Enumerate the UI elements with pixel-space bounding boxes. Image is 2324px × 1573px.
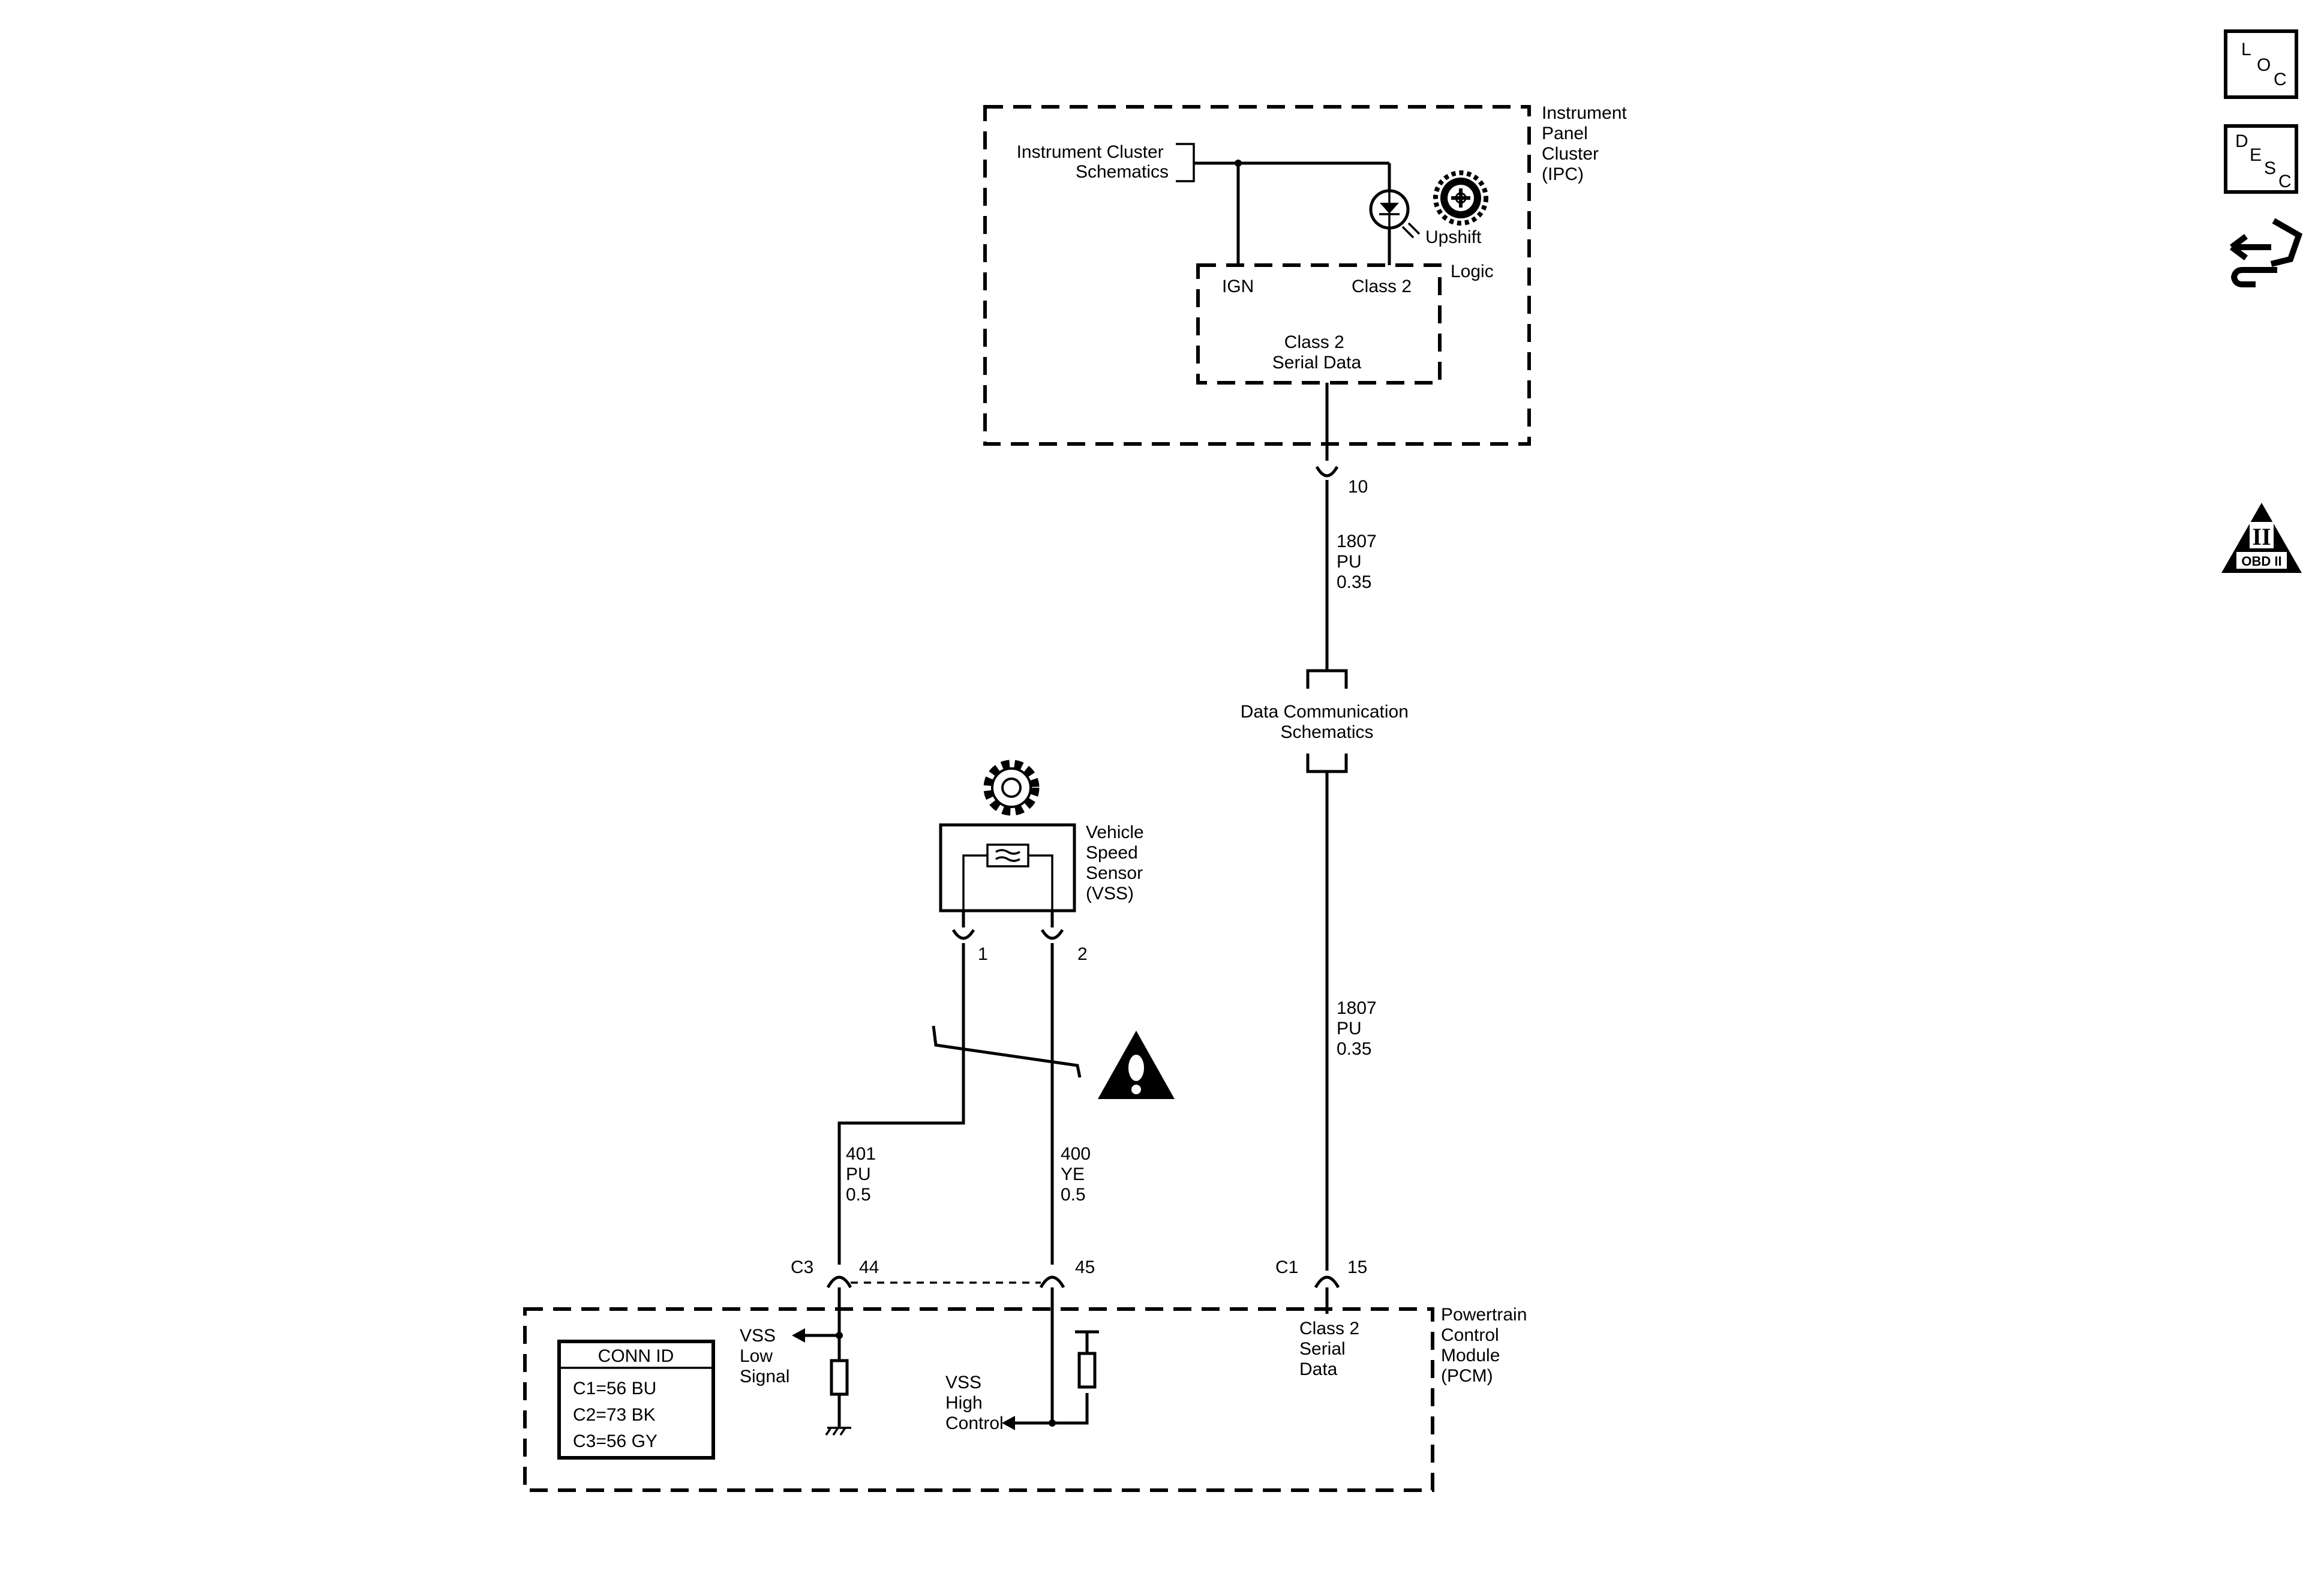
svg-text:C: C — [2274, 70, 2287, 89]
pin-15-connector — [1314, 1275, 1340, 1289]
vss-coil-icon — [995, 849, 1020, 862]
connector-repair-icon[interactable] — [2230, 218, 2303, 287]
vss-gear-icon — [983, 760, 1040, 816]
vss-high-arrow-icon — [1002, 1416, 1015, 1430]
svg-text:L: L — [2241, 40, 2251, 59]
desc-icon[interactable]: D E S C — [2224, 124, 2298, 194]
pcm-boundary — [523, 1307, 1434, 1492]
circuit-1807-bottom-label: 1807 PU 0.35 — [1337, 998, 1382, 1059]
conn-id-header: CONN ID — [598, 1346, 674, 1366]
vss-pin-2-connector — [1040, 929, 1064, 940]
vss-low-signal-label: VSS Low Signal — [740, 1326, 789, 1386]
circuit-1807-top-label: 1807 PU 0.35 — [1337, 532, 1382, 592]
schematics-ref-bracket — [1176, 143, 1195, 182]
svg-text:E: E — [2250, 145, 2262, 165]
c1-label: C1 — [1275, 1257, 1298, 1277]
class2-label: Class 2 — [1352, 277, 1412, 296]
vss-high-control-wire — [1014, 1393, 1089, 1425]
vss-element — [986, 843, 1029, 867]
data-comm-schematics-ref[interactable]: Data Communication Schematics — [1241, 702, 1413, 742]
ipc-boundary — [983, 105, 1531, 446]
circuit-400-label: 400 YE 0.5 — [1061, 1144, 1095, 1205]
pin-44-connector — [826, 1275, 852, 1289]
logic-label: Logic — [1451, 262, 1494, 281]
vss-body — [939, 823, 1076, 912]
data-comm-bracket-bottom — [1306, 754, 1348, 773]
pin-44-label: 44 — [859, 1257, 879, 1277]
vss-pin-1-connector — [951, 929, 975, 940]
vss-pin-stubs — [962, 911, 1054, 927]
svg-text:C: C — [2278, 172, 2292, 191]
conn-id-row: C1=56 BU — [573, 1379, 656, 1398]
pcm-title: Powertrain Control Module (PCM) — [1441, 1305, 1532, 1386]
pcm-class2-serial-label: Class 2 Serial Data — [1299, 1319, 1364, 1379]
svg-text:S: S — [2264, 158, 2276, 178]
class2-serial-data-label: Class 2 Serial Data — [1272, 332, 1362, 373]
vss-internal-wires — [962, 854, 1053, 911]
data-comm-bracket-top — [1306, 669, 1348, 689]
svg-text:D: D — [2235, 131, 2248, 151]
pin-15-label: 15 — [1347, 1257, 1367, 1277]
lamp-diode-bar — [1379, 191, 1400, 228]
ign-label: IGN — [1222, 277, 1254, 296]
loc-icon[interactable]: L O C — [2224, 29, 2298, 99]
pin-10-connector — [1315, 466, 1339, 478]
vss-title: Vehicle Speed Sensor (VSS) — [1086, 822, 1149, 903]
twisted-pair-symbol — [932, 1025, 1082, 1078]
conn-id-table: CONN ID C1=56 BU C2=73 BK C3=56 GY — [557, 1340, 715, 1460]
ipc-schematics-ref[interactable]: Instrument Cluster Schematics — [1017, 142, 1169, 182]
pcm-module: Powertrain Control Module (PCM) C3 44 45… — [523, 1257, 1532, 1492]
c3-label: C3 — [791, 1257, 813, 1277]
vss-sensor: Vehicle Speed Sensor (VSS) 1 2 — [939, 760, 1149, 964]
upshift-lamp — [1369, 189, 1421, 265]
vss-low-resistor — [830, 1359, 849, 1396]
vss-pin-2-label: 2 — [1077, 944, 1088, 964]
conn-id-row: C2=73 BK — [573, 1405, 656, 1425]
light-rays-icon — [1401, 222, 1421, 239]
conn-id-row: C3=56 GY — [573, 1431, 657, 1451]
svg-text:OBD II: OBD II — [2241, 554, 2281, 569]
caution-icon[interactable] — [1098, 1031, 1175, 1099]
pin-10-label: 10 — [1348, 477, 1368, 497]
pin-45-connector — [1039, 1275, 1065, 1289]
upshift-label: Upshift — [1425, 227, 1482, 247]
ground-icon — [825, 1427, 851, 1436]
logic-boundary — [1196, 263, 1442, 385]
vss-low-arrow-icon — [792, 1328, 805, 1343]
circuit-401-label: 401 PU 0.5 — [846, 1144, 881, 1205]
ipc-module: Instrument Panel Cluster (IPC) Instrumen… — [983, 103, 1632, 497]
vss-high-reference — [1075, 1330, 1099, 1353]
upshift-gear-icon — [1433, 170, 1488, 226]
vss-high-resistor — [1077, 1352, 1097, 1389]
vss-high-control-label: VSS High Control — [945, 1373, 1004, 1433]
ipc-title: Instrument Panel Cluster (IPC) — [1542, 103, 1632, 184]
obd-ii-icon[interactable]: II OBD II — [2221, 503, 2302, 573]
pin-45-label: 45 — [1075, 1257, 1095, 1277]
svg-text:II: II — [2252, 523, 2271, 550]
circuit-401-wire — [837, 943, 965, 1265]
svg-text:O: O — [2257, 55, 2271, 75]
vss-pin-1-label: 1 — [978, 944, 988, 964]
